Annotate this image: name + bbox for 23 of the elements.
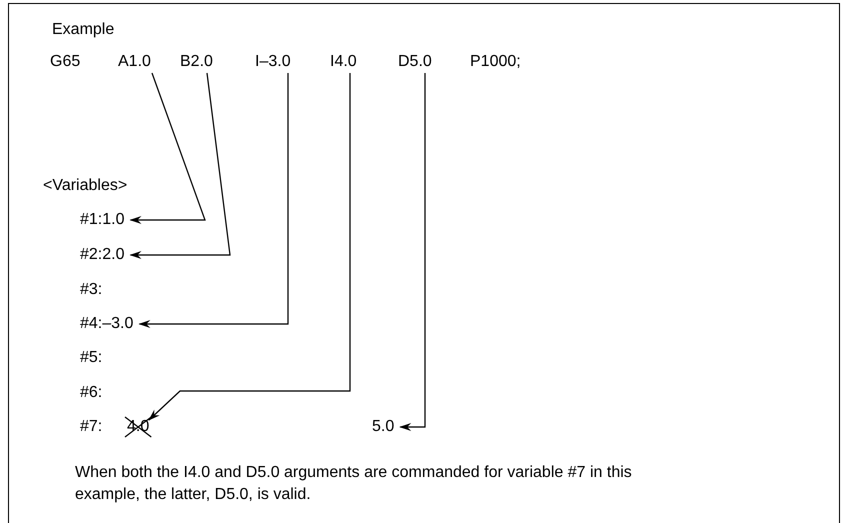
code-text: #6: bbox=[80, 384, 102, 402]
title: Example bbox=[52, 21, 114, 39]
variable-value: #4:–3.0 bbox=[80, 315, 134, 333]
code-text: #3: bbox=[80, 281, 102, 299]
arrow bbox=[138, 73, 289, 328]
argument-text: B2.0 bbox=[180, 53, 213, 71]
argument-text: D5.0 bbox=[398, 53, 432, 71]
arrow bbox=[129, 72, 231, 259]
code-text: G65 bbox=[50, 53, 80, 71]
argument-text: I–3.0 bbox=[255, 53, 291, 71]
variable-value: 5.0 bbox=[372, 418, 394, 436]
code-text: P1000; bbox=[470, 53, 521, 71]
note-text: When both the I4.0 and D5.0 arguments are commanded for variable #7 in this example, the latter, D5.0, is valid. bbox=[75, 463, 633, 505]
argument-text: I4.0 bbox=[330, 53, 357, 71]
section-heading: <Variables> bbox=[43, 177, 128, 195]
variable-value: #2:2.0 bbox=[80, 246, 124, 264]
arrow bbox=[129, 72, 206, 224]
code-text: #5: bbox=[80, 349, 102, 367]
arrow bbox=[399, 73, 426, 431]
code-text: #7: bbox=[80, 418, 102, 436]
arrow bbox=[148, 73, 351, 421]
argument-text: A1.0 bbox=[118, 53, 151, 71]
variable-value: #1:1.0 bbox=[80, 211, 124, 229]
